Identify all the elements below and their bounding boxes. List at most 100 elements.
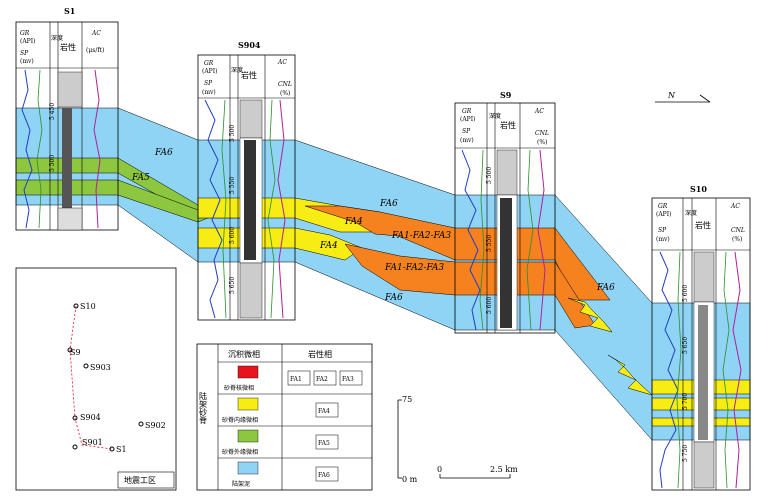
gr-curve [204, 99, 223, 319]
svg-text:5 750: 5 750 [682, 445, 689, 462]
ac-curve [93, 69, 101, 229]
svg-text:5 600: 5 600 [682, 285, 689, 302]
location-map: S10 S9 S903 S904 S901 S1 S902 地震工区 [15, 267, 177, 491]
svg-text:砂脊内缘微相: 砂脊内缘微相 [222, 416, 258, 424]
well-title: S10 [690, 184, 707, 194]
well-s9: S9 GR (API) SP (mv) 深度 岩性 AC CNL (%) 5 5… [454, 90, 556, 334]
sp-curve [36, 69, 43, 229]
svg-text:FA6: FA6 [318, 472, 330, 479]
svg-text:S10: S10 [80, 302, 96, 311]
svg-text:深度: 深度 [231, 66, 243, 74]
svg-text:(API): (API) [656, 211, 671, 218]
fa6-label: FA6 [154, 148, 173, 158]
svg-text:(mv): (mv) [20, 58, 34, 65]
cnl-curve [722, 251, 730, 489]
north-arrow: N [655, 91, 711, 103]
gr-curve [461, 149, 481, 331]
svg-text:5 550: 5 550 [229, 177, 236, 194]
svg-text:(mv): (mv) [460, 137, 474, 144]
fa6-label: FA6 [384, 293, 403, 303]
svg-text:5 650: 5 650 [229, 277, 236, 294]
svg-text:5 450: 5 450 [49, 103, 56, 120]
fa123-band-lower [344, 243, 596, 329]
svg-text:岩性: 岩性 [60, 42, 76, 52]
ac-curve [277, 99, 286, 319]
fa4-label: FA4 [344, 217, 363, 227]
sp-curve [221, 99, 227, 319]
svg-text:75: 75 [402, 395, 412, 404]
svg-text:陆架泥: 陆架泥 [232, 480, 250, 488]
well-s904: S904 GR (API) SP (mv) 深度 岩性 AC CNL (%) 5… [197, 40, 296, 321]
svg-text:S9: S9 [70, 348, 81, 357]
svg-text:(mv): (mv) [656, 236, 670, 243]
svg-text:(API): (API) [202, 68, 217, 75]
svg-text:(mv): (mv) [202, 89, 216, 96]
svg-text:S902: S902 [145, 421, 166, 430]
svg-text:S903: S903 [90, 363, 111, 372]
svg-text:AC: AC [730, 203, 740, 210]
well-s1: S1 GR (API) SP (mv) 深度 岩性 AC (μs/ft) 5 4… [15, 6, 119, 231]
svg-text:深度: 深度 [489, 112, 501, 120]
svg-text:深度: 深度 [685, 209, 697, 217]
fa6-label: FA6 [596, 283, 615, 293]
svg-text:GR: GR [462, 108, 472, 115]
svg-text:S904: S904 [80, 413, 101, 422]
svg-text:(μs/ft): (μs/ft) [86, 47, 104, 54]
svg-text:S901: S901 [82, 438, 103, 447]
gr-curve [21, 69, 33, 229]
fa5-label: FA5 [131, 173, 150, 183]
svg-text:(%): (%) [280, 90, 290, 97]
well-title: S1 [64, 6, 75, 16]
svg-text:S1: S1 [116, 445, 127, 454]
svg-text:深度: 深度 [51, 34, 63, 42]
svg-text:FA4: FA4 [318, 408, 330, 415]
fa123-label: FA1-FA2-FA3 [391, 231, 451, 241]
svg-text:GR: GR [204, 60, 214, 67]
svg-text:FA3: FA3 [342, 376, 354, 383]
svg-text:CNL: CNL [731, 227, 745, 234]
svg-text:岩性: 岩性 [241, 70, 257, 80]
svg-text:FA5: FA5 [318, 440, 330, 447]
svg-text:FA1: FA1 [290, 376, 302, 383]
svg-text:岩性相: 岩性相 [308, 349, 332, 359]
svg-text:SP: SP [462, 128, 471, 135]
svg-text:AC: AC [91, 30, 101, 37]
svg-text:CNL: CNL [535, 130, 549, 137]
svg-text:陆架砂脊: 陆架砂脊 [199, 391, 208, 425]
facies-labels: FA6 FA5 FA6 FA4 FA1-FA2-FA3 FA4 FA1-FA2-… [131, 148, 615, 303]
fa123-label: FA1-FA2-FA3 [384, 263, 444, 273]
well-title: S9 [500, 90, 512, 100]
svg-text:5 600: 5 600 [486, 297, 493, 314]
ac-curve [537, 149, 546, 331]
svg-text:砂脊外缘微相: 砂脊外缘微相 [222, 448, 258, 456]
svg-text:0: 0 [437, 465, 442, 474]
svg-text:5 700: 5 700 [682, 393, 689, 410]
well-title: S904 [238, 40, 261, 50]
legend: 陆架砂脊 沉积微相 岩性相 砂脊核微相 FA1 FA2 FA3 砂脊内缘微相 F… [196, 343, 373, 491]
svg-text:5 550: 5 550 [486, 235, 493, 252]
sp-curve [479, 149, 485, 331]
cnl-curve [267, 99, 276, 319]
svg-text:SP: SP [204, 80, 213, 87]
svg-text:CNL: CNL [278, 81, 292, 88]
svg-text:FA2: FA2 [316, 376, 328, 383]
svg-text:岩性: 岩性 [695, 220, 711, 230]
svg-text:沉积微相: 沉积微相 [228, 349, 260, 359]
svg-text:5 500: 5 500 [486, 167, 493, 184]
svg-text:N: N [667, 91, 676, 100]
svg-text:SP: SP [20, 50, 29, 57]
fa6-label: FA6 [379, 199, 398, 209]
svg-text:(API): (API) [20, 38, 35, 45]
svg-text:5 500: 5 500 [229, 125, 236, 142]
svg-text:2.5 km: 2.5 km [490, 465, 518, 474]
svg-text:0 m: 0 m [402, 475, 418, 484]
svg-text:GR: GR [20, 30, 30, 37]
svg-text:(%): (%) [537, 139, 547, 146]
cnl-curve [526, 149, 534, 331]
svg-text:SP: SP [658, 227, 667, 234]
well-s10: S10 GR (API) SP (mv) 深度 岩性 AC CNL (%) 5 … [651, 184, 751, 491]
fa4-label: FA4 [319, 241, 338, 251]
svg-text:GR: GR [658, 203, 668, 210]
ac-curve [732, 251, 742, 489]
